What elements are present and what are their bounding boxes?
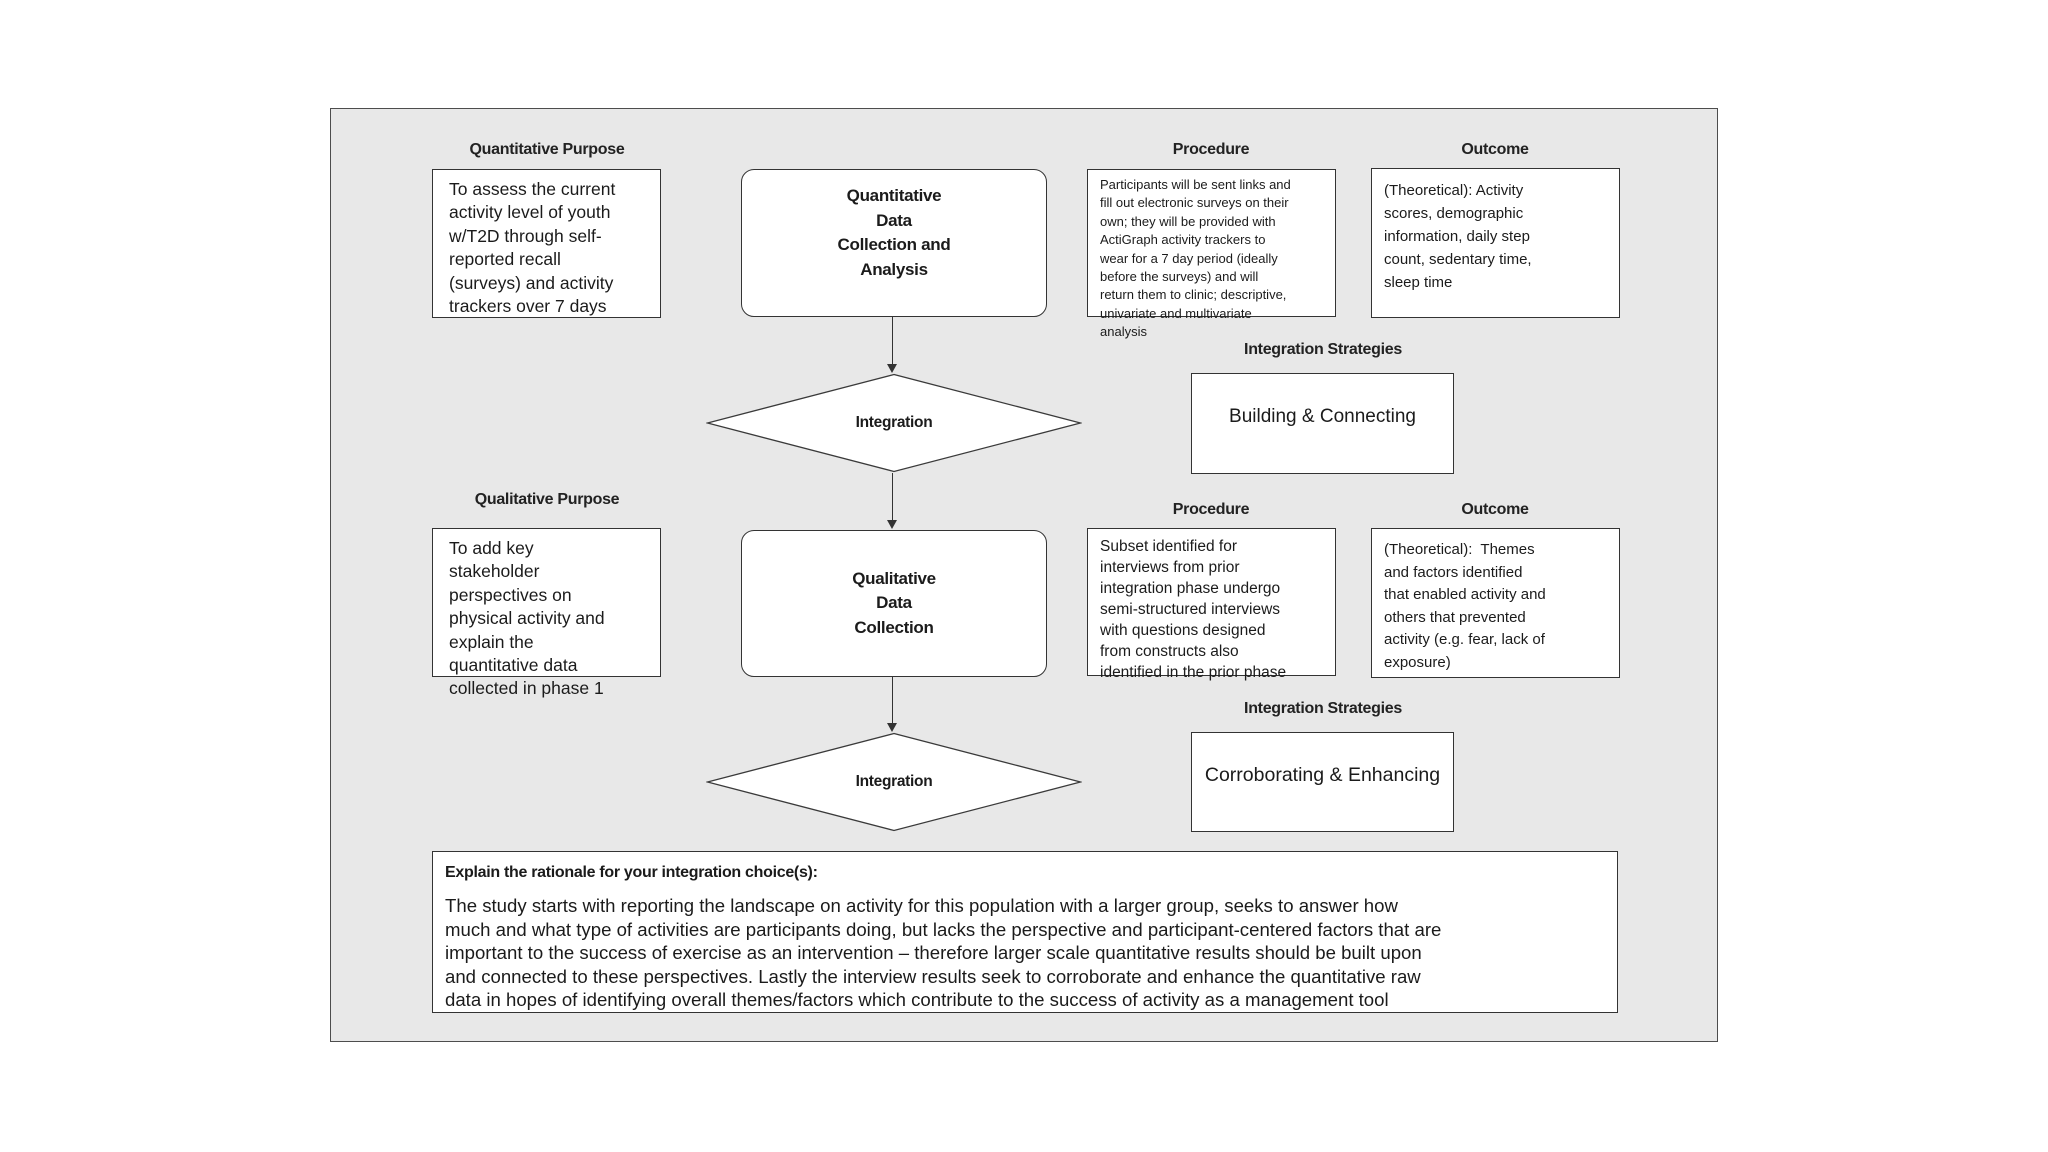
quantitative-process-text: Quantitative Data Collection and Analysi… — [837, 186, 951, 279]
outcome-2-box: (Theoretical): Themes and factors identi… — [1371, 528, 1620, 678]
qualitative-purpose-label: Qualitative Purpose — [474, 491, 620, 508]
integration-diamond-1 — [706, 373, 1082, 473]
integration-diamond-2-label: Integration — [855, 773, 933, 790]
flow-arrow-head-2 — [887, 520, 897, 529]
rationale-body: The study starts with reporting the land… — [445, 895, 1442, 1010]
flow-arrow-line-1 — [892, 317, 894, 365]
procedure-1-box: Participants will be sent links and fill… — [1087, 169, 1336, 339]
outcome-1-box: (Theoretical): Activity scores, demograp… — [1371, 168, 1620, 318]
quantitative-purpose-box: To assess the current activity level of … — [432, 169, 661, 318]
qualitative-process-text: Qualitative Data Collection — [852, 568, 936, 637]
quantitative-purpose-label: Quantitative Purpose — [469, 141, 625, 158]
flow-arrow-line-3 — [892, 677, 894, 724]
outcome-1-label: Outcome — [1461, 141, 1529, 158]
procedure-2-box: Subset identified for interviews from pr… — [1087, 528, 1336, 681]
strategy-box-1: Building & Connecting — [1191, 373, 1454, 474]
integration-strategies-2-label: Integration Strategies — [1244, 700, 1402, 717]
qualitative-process-box: Qualitative Data Collection — [741, 530, 1047, 677]
outcome-2-text: (Theoretical): Themes and factors identi… — [1384, 541, 1546, 671]
procedure-1-label: Procedure — [1172, 141, 1250, 158]
rationale-heading: Explain the rationale for your integrati… — [445, 864, 818, 881]
integration-diamond-2 — [706, 732, 1082, 832]
quantitative-process-box: Quantitative Data Collection and Analysi… — [741, 169, 1047, 317]
quantitative-purpose-text: To assess the current activity level of … — [449, 179, 616, 317]
procedure-1-text: Participants will be sent links and fill… — [1100, 177, 1291, 340]
flow-arrow-line-2 — [892, 473, 894, 521]
integration-strategies-1-label: Integration Strategies — [1244, 341, 1402, 358]
qualitative-purpose-box: To add key stakeholder perspectives on p… — [432, 528, 661, 698]
integration-diamond-1-label: Integration — [855, 414, 933, 431]
outcome-2-label: Outcome — [1461, 501, 1529, 518]
procedure-2-text: Subset identified for interviews from pr… — [1100, 538, 1287, 681]
flow-arrow-head-3 — [887, 723, 897, 732]
qualitative-purpose-text: To add key stakeholder perspectives on p… — [449, 538, 605, 699]
procedure-2-label: Procedure — [1172, 501, 1250, 518]
strategy-box-2: Corroborating & Enhancing — [1191, 732, 1454, 832]
rationale-box: Explain the rationale for your integrati… — [432, 851, 1618, 1013]
outcome-1-text: (Theoretical): Activity scores, demograp… — [1384, 182, 1532, 291]
flow-arrow-head-1 — [887, 364, 897, 373]
diagram-panel: Quantitative Purpose Procedure Outcome T… — [330, 108, 1718, 1042]
